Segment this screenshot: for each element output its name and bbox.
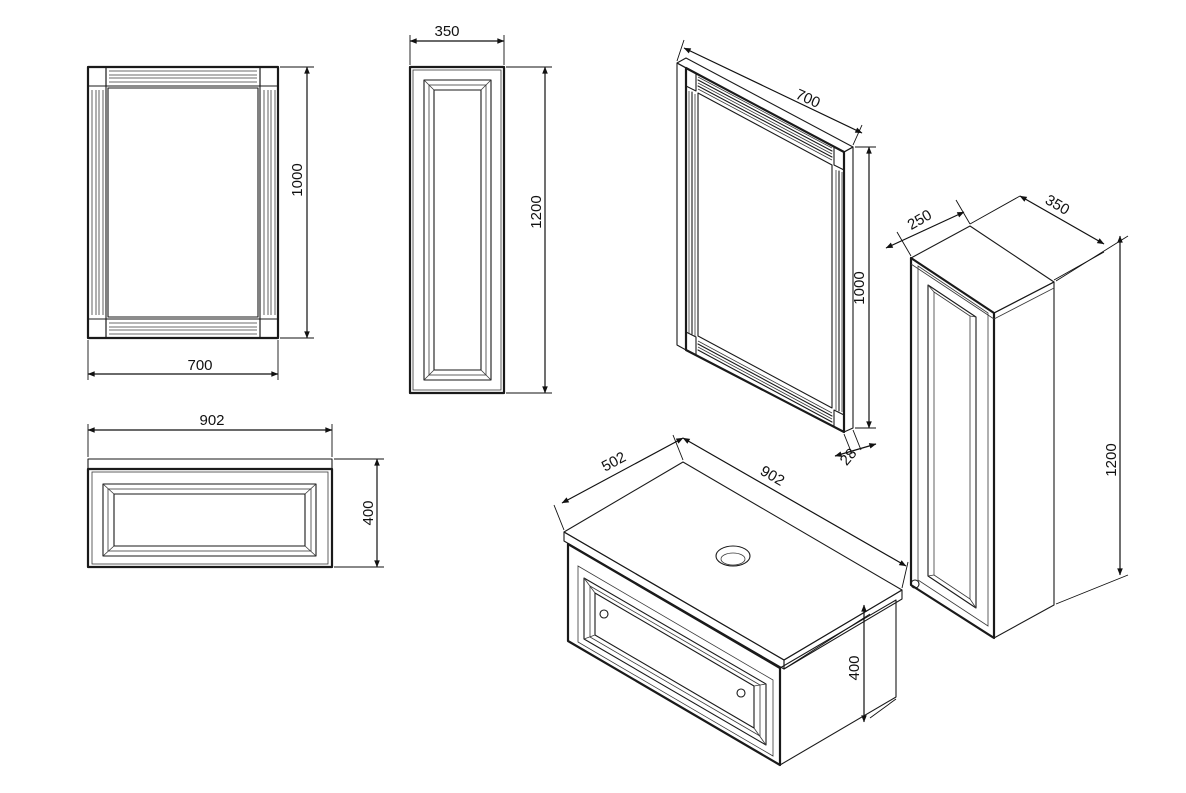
vanity-iso-depth-label: 502 [599, 449, 629, 476]
vanity-isometric-dimensions: 502 902 400 [553, 434, 909, 723]
mirror-front-dimensions: 700 1000 [87, 66, 314, 380]
vanity-iso-height-label: 400 [846, 655, 863, 680]
mirror-iso-height-label: 1000 [851, 271, 868, 304]
mirror-width-label: 700 [187, 357, 212, 374]
cabinet-width-label: 350 [434, 23, 459, 40]
tall-cabinet-front-dimensions: 350 1200 [409, 23, 552, 394]
mirror-iso-width-label: 700 [793, 86, 823, 112]
cabinet-height-label: 1200 [528, 195, 545, 228]
mirror-height-label: 1000 [289, 163, 306, 196]
vanity-iso-width-label: 902 [757, 462, 787, 489]
vanity-width-label: 902 [199, 412, 224, 429]
vanity-front-dimensions: 902 400 [87, 412, 384, 568]
mirror-iso-depth-label: 28 [837, 445, 861, 469]
cabinet-iso-width-label: 350 [1042, 191, 1072, 218]
vanity-front-view [86, 458, 334, 569]
mirror-front-view [86, 65, 280, 340]
vanity-height-label: 400 [360, 500, 377, 525]
cabinet-iso-height-label: 1200 [1103, 443, 1120, 476]
tall-cabinet-isometric-view [909, 225, 1055, 640]
cabinet-iso-depth-label: 250 [905, 206, 935, 233]
tall-cabinet-front-view [408, 65, 506, 395]
tall-cabinet-isometric-dimensions: 250 350 1200 [885, 191, 1129, 605]
mirror-isometric-view [676, 57, 854, 434]
mirror-isometric-dimensions: 700 1000 28 [676, 39, 877, 469]
vanity-isometric-view [563, 461, 903, 767]
